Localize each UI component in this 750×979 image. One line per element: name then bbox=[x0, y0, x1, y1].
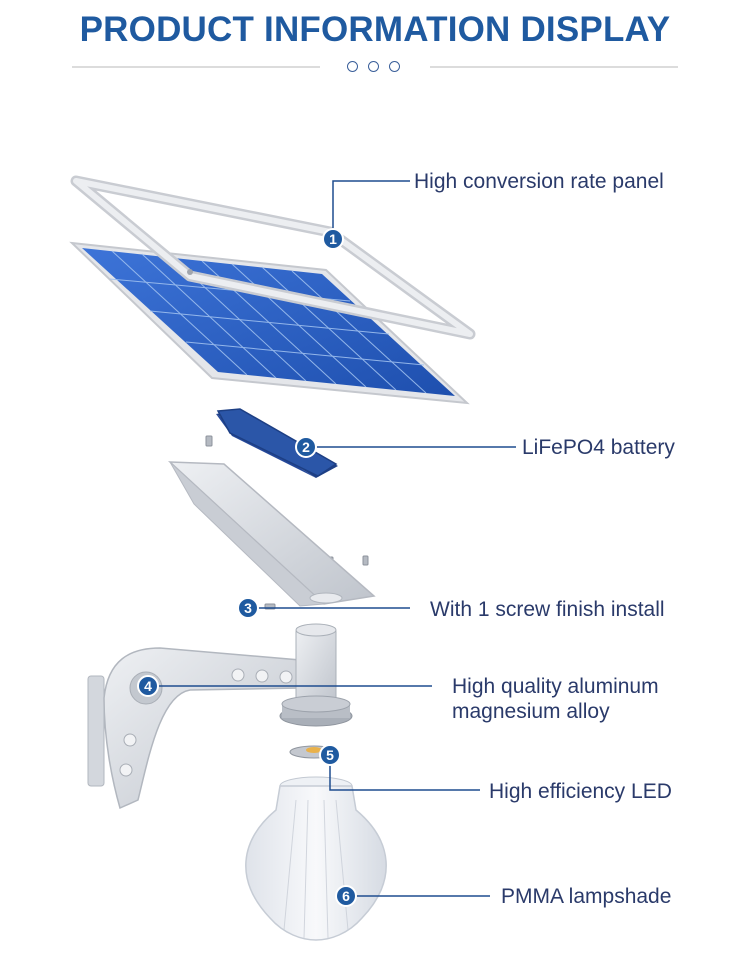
panel-frame bbox=[70, 175, 476, 340]
battery-pack bbox=[216, 408, 338, 478]
callout-label-alloy-line1: High quality aluminum bbox=[452, 675, 659, 698]
ornament-dot bbox=[368, 61, 379, 72]
callout-marker-5: 5 bbox=[319, 744, 341, 766]
callout-number: 6 bbox=[342, 888, 350, 904]
callout-number: 5 bbox=[326, 747, 334, 763]
callout-marker-1: 1 bbox=[322, 228, 344, 250]
callout-markers: 1 2 3 4 5 6 bbox=[137, 228, 357, 907]
mounting-arm bbox=[87, 647, 301, 810]
title-divider-left bbox=[72, 66, 320, 68]
lamp-housing bbox=[167, 461, 376, 607]
callout-number: 1 bbox=[329, 231, 337, 247]
callout-number: 2 bbox=[302, 439, 310, 455]
callout-label-screw: With 1 screw finish install bbox=[430, 598, 665, 621]
lampshade bbox=[245, 776, 387, 941]
callout-marker-3: 3 bbox=[237, 597, 259, 619]
callout-label-led: High efficiency LED bbox=[489, 780, 672, 803]
ornament-dot bbox=[347, 61, 358, 72]
callout-number: 3 bbox=[244, 600, 252, 616]
callout-marker-4: 4 bbox=[137, 675, 159, 697]
page-title: PRODUCT INFORMATION DISPLAY bbox=[79, 10, 671, 49]
callout-marker-6: 6 bbox=[335, 885, 357, 907]
callout-number: 4 bbox=[144, 678, 152, 694]
callout-marker-2: 2 bbox=[295, 436, 317, 458]
callout-label-battery: LiFePO4 battery bbox=[522, 436, 675, 459]
title-divider-right bbox=[430, 66, 678, 68]
callout-label-panel: High conversion rate panel bbox=[414, 170, 664, 193]
title-dots-ornament bbox=[347, 61, 407, 75]
ornament-dot bbox=[389, 61, 400, 72]
callout-label-lampshade: PMMA lampshade bbox=[501, 885, 672, 908]
callout-leader-lines bbox=[148, 180, 516, 897]
callout-label-alloy-line2: magnesium alloy bbox=[452, 700, 610, 723]
